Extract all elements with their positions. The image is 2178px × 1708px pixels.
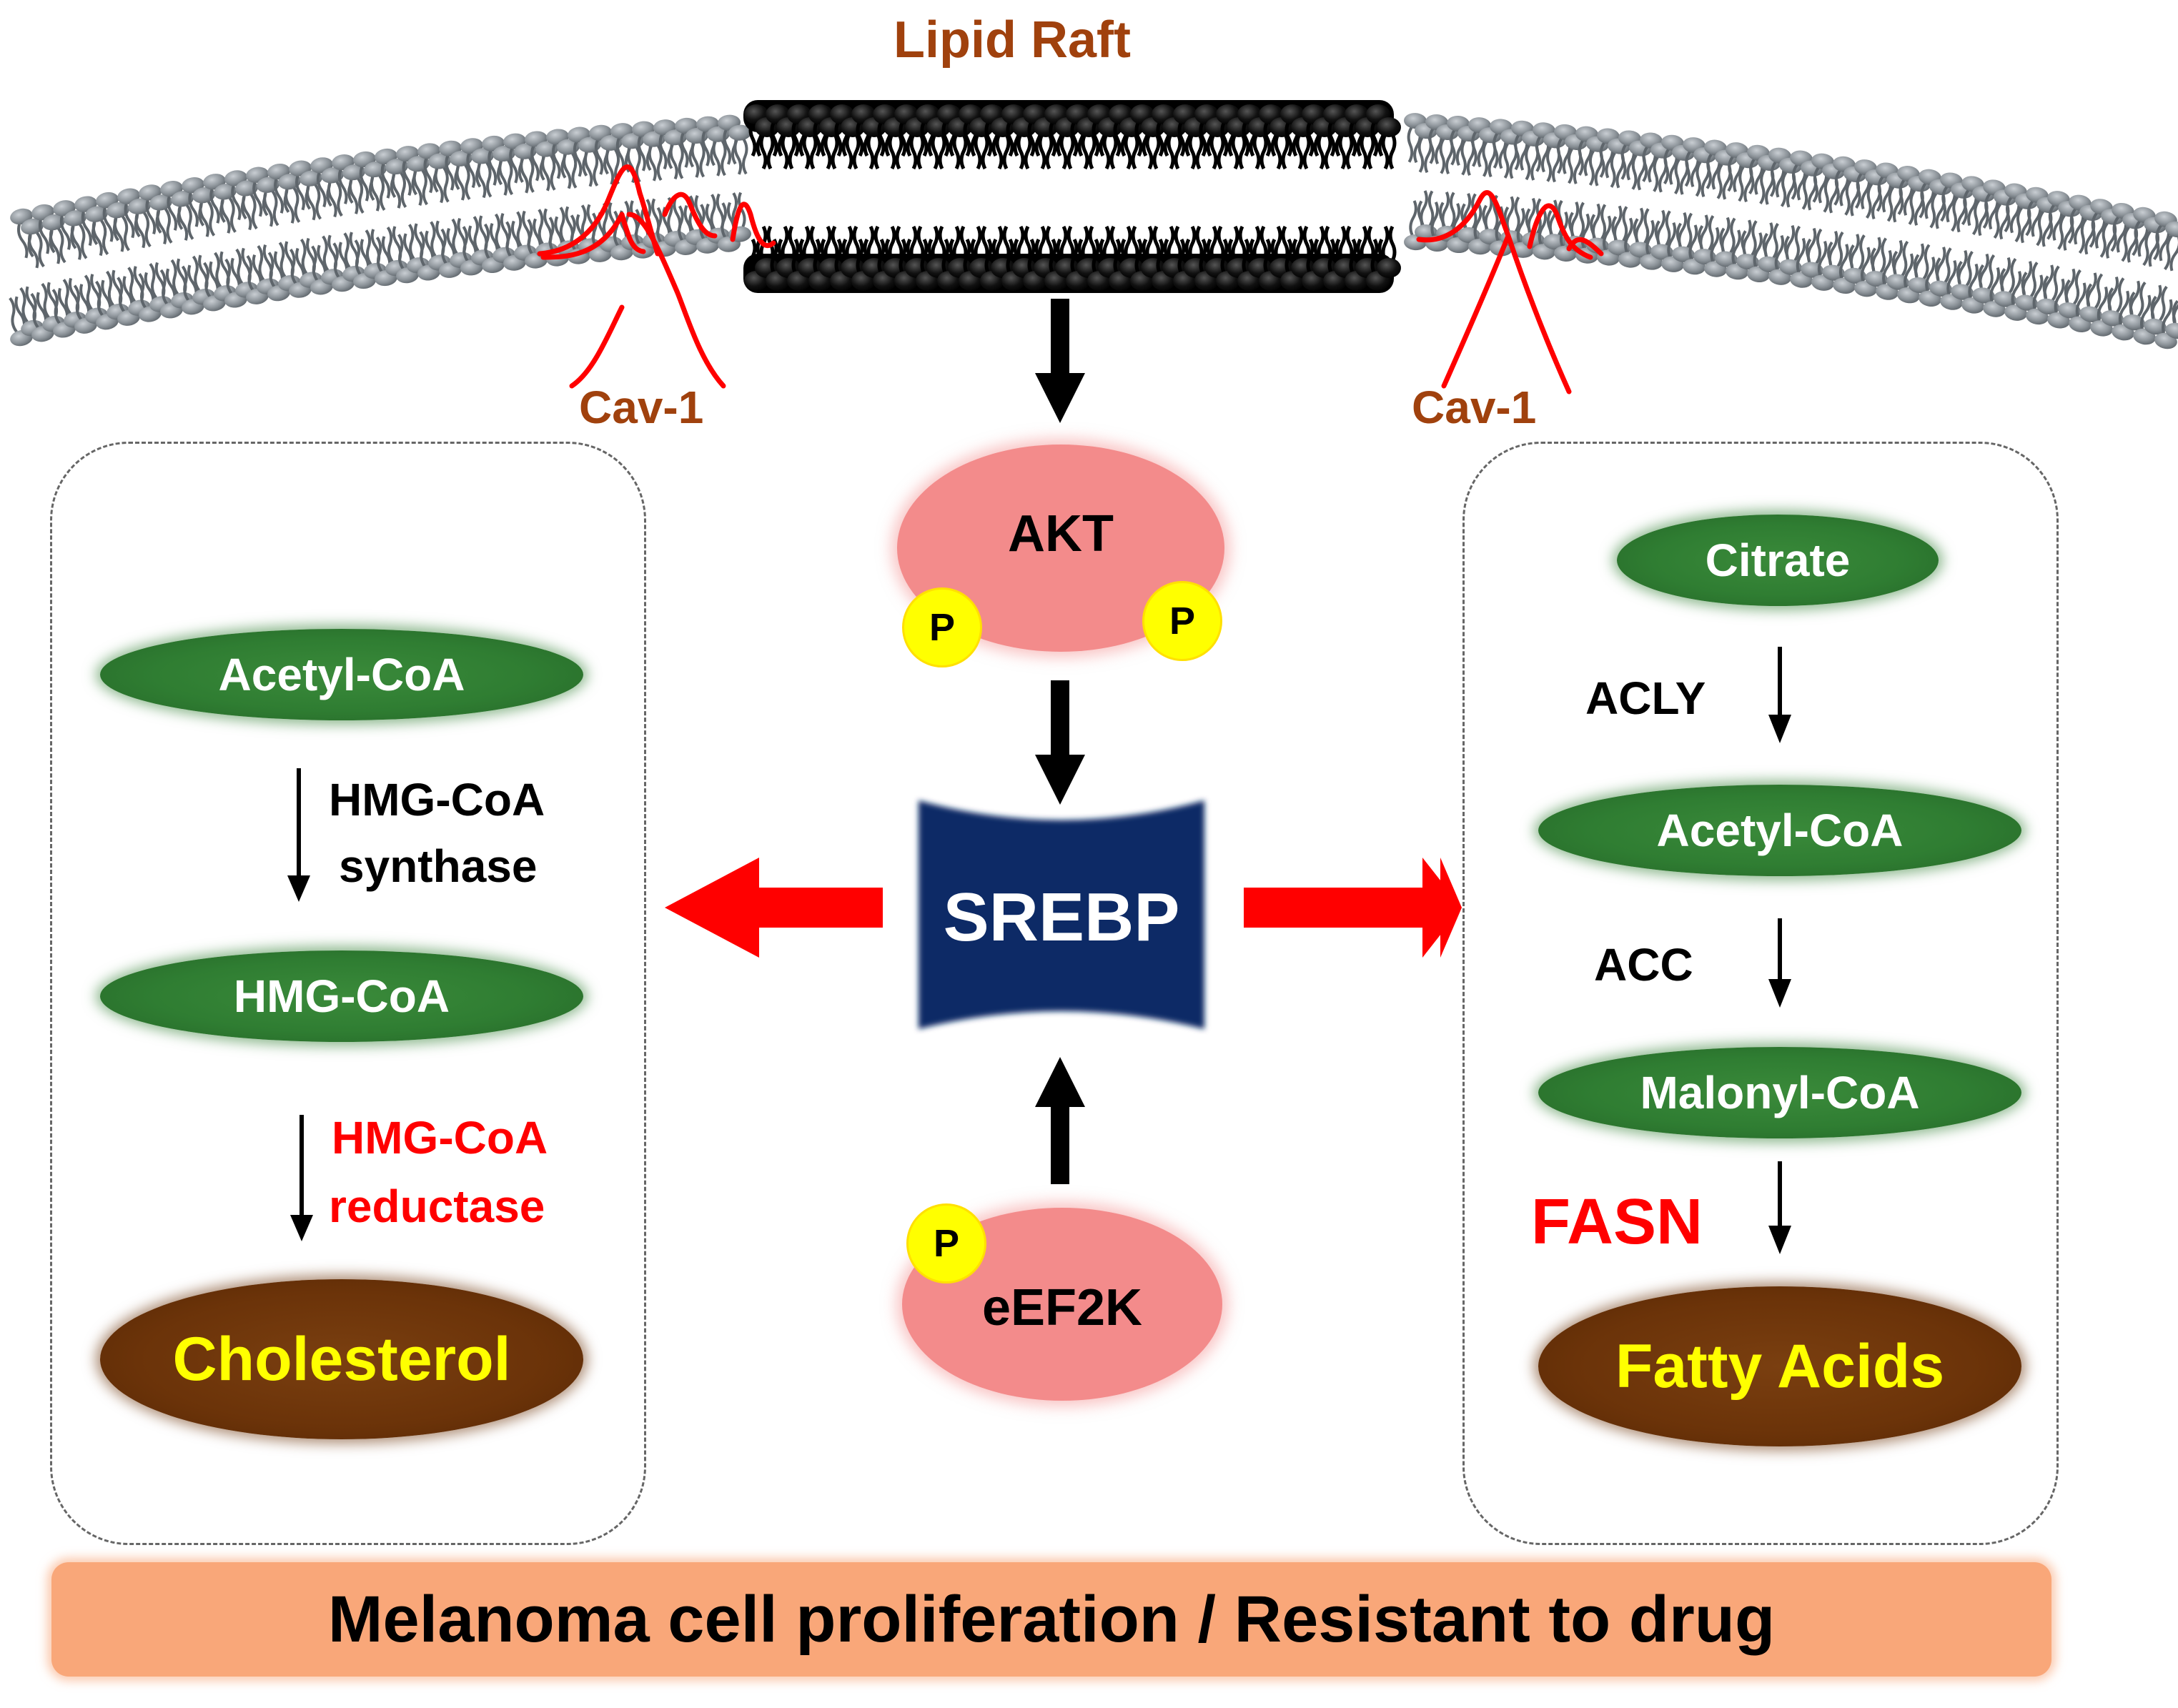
hmg-coa-synthase-label-2: synthase: [339, 840, 538, 892]
acc-label: ACC: [1594, 939, 1693, 990]
arrow-left-1: [287, 768, 310, 902]
footer-text: Melanoma cell proliferation / Resistant …: [327, 1583, 1776, 1656]
hmg-coa-node: HMG-CoA: [100, 950, 583, 1042]
fasn-label: FASN: [1531, 1186, 1703, 1258]
arrow-left-2: [290, 1115, 313, 1241]
cholesterol-node: Cholesterol: [100, 1279, 583, 1439]
left-acetyl-coa-node: Acetyl-CoA: [100, 629, 583, 720]
red-arrow-left: [665, 858, 883, 958]
cell-membrane: [9, 100, 2178, 394]
eef2k-phospho-icon: P: [906, 1203, 986, 1284]
cav1-left-label: Cav-1: [579, 382, 704, 433]
srebp-label: SREBP: [943, 879, 1180, 955]
red-arrow-right: [1244, 858, 1462, 958]
arrow-raft-to-akt: [1035, 299, 1085, 423]
hmg-coa-synthase-label-1: HMG-CoA: [329, 774, 545, 825]
caveolin-right-icon: [1416, 190, 1604, 394]
acly-label: ACLY: [1585, 672, 1706, 724]
hmg-coa-reductase-label-1: HMG-CoA: [332, 1112, 548, 1163]
lipid-raft-label: Lipid Raft: [894, 11, 1131, 69]
fatty-acid-pathway-panel: [1462, 442, 2059, 1545]
arrow-right-1: [1768, 647, 1791, 743]
arrow-right-2: [1768, 918, 1791, 1008]
caveolin-left-icon: [537, 164, 776, 389]
arrow-eef2k-to-srebp: [1035, 1057, 1085, 1184]
lipid-raft-bilayer: [743, 100, 1401, 293]
malonyl-coa-node: Malonyl-CoA: [1538, 1047, 2021, 1138]
akt-phospho-right-icon: P: [1142, 581, 1222, 661]
arrow-akt-to-srebp: [1035, 680, 1085, 805]
membrane-bilayer: [9, 113, 2178, 349]
cav1-right-label: Cav-1: [1412, 382, 1537, 433]
citrate-node: Citrate: [1617, 515, 1939, 606]
arrow-right-3: [1768, 1161, 1791, 1254]
right-acetyl-coa-node: Acetyl-CoA: [1538, 785, 2021, 876]
hmg-coa-reductase-label-2: reductase: [329, 1181, 545, 1232]
akt-phospho-left-icon: P: [902, 587, 982, 667]
cholesterol-pathway-panel: [50, 442, 646, 1545]
footer-banner: Melanoma cell proliferation / Resistant …: [51, 1562, 2051, 1677]
srebp-node: [919, 800, 1204, 1029]
fatty-acids-node: Fatty Acids: [1538, 1286, 2021, 1446]
